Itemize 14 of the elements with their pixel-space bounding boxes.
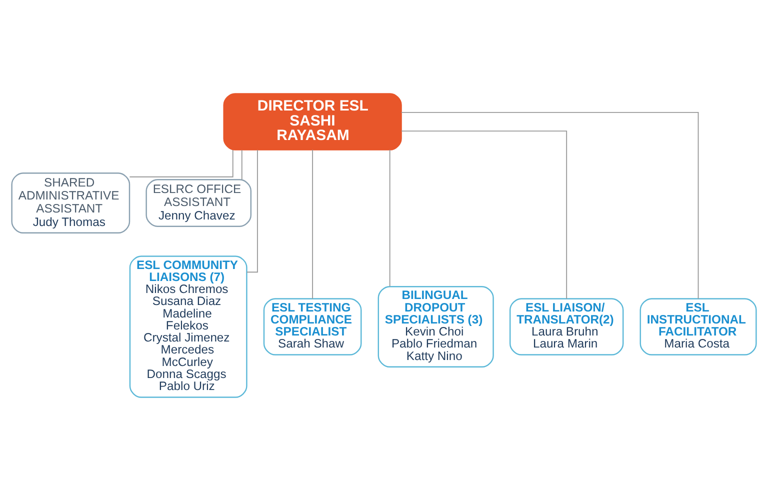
node-box: ESLRC OFFICE ASSISTANT Jenny Chavez: [146, 178, 252, 226]
node-box: ESL LIAISON/ TRANSLATOR(2) Laura Bruhn Laura Marin: [509, 298, 624, 355]
connector: [129, 148, 234, 177]
node-box: ESL TESTING COMPLIANCE SPECIALIST Sarah Shaw: [263, 298, 362, 355]
node-box: ESL COMMUNITY LIAISONS (7) Nikos Chremos Susana Diaz Madeline Felekos Crystal Jimenez Mercedes McCurley Donna Scaggs Pablo Uriz: [129, 255, 248, 398]
connector: [241, 149, 242, 180]
node-box: ESL INSTRUCTIONAL FACILITATOR Maria Costa: [640, 298, 757, 355]
connector: [400, 111, 699, 299]
connector: [312, 148, 314, 299]
node-box: SHARED ADMINISTRATIVE ASSISTANT Judy Thomas: [11, 172, 130, 233]
connector: [389, 148, 390, 286]
node-box: BILINGUAL DROPOUT SPECIALISTS (3) Kevin Choi Pablo Friedman Katty Nino: [378, 285, 494, 368]
connector: [400, 130, 568, 299]
node-box: DIRECTOR ESL SASHI RAYASAM: [223, 92, 402, 150]
